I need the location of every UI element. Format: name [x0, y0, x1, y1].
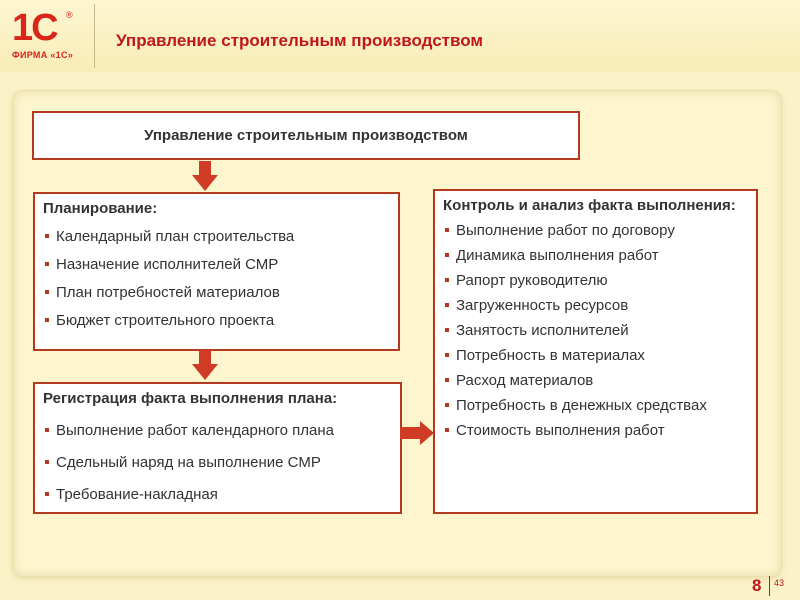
registration-list: Выполнение работ календарного плана Сдел…	[43, 422, 392, 504]
registration-heading: Регистрация факта выполнения плана:	[43, 390, 338, 407]
logo-registered-mark: ®	[66, 10, 73, 20]
planning-heading: Планирование:	[43, 200, 158, 217]
list-item: Выполнение работ по договору	[443, 222, 748, 240]
top-box: Управление строительным производством	[32, 111, 580, 160]
list-item: Потребность в денежных средствах	[443, 397, 748, 415]
company-logo: 1С ® ФИРМА «1С»	[10, 8, 88, 64]
planning-list: Календарный план строительства Назначени…	[43, 228, 390, 330]
page-total: 43	[774, 578, 785, 588]
list-item: Занятость исполнителей	[443, 322, 748, 340]
logo-mark: 1С	[12, 7, 59, 49]
page-title: Управление строительным производством	[116, 31, 483, 50]
page-number-divider	[769, 576, 770, 596]
control-heading: Контроль и анализ факта выполнения:	[443, 197, 736, 214]
list-item: Выполнение работ календарного плана	[43, 422, 392, 440]
list-item: Расход материалов	[443, 372, 748, 390]
list-item: Календарный план строительства	[43, 228, 390, 246]
arrow-down-2-icon	[192, 350, 218, 380]
logo-caption: ФИРМА «1С»	[12, 50, 74, 60]
list-item: Динамика выполнения работ	[443, 247, 748, 265]
control-box: Контроль и анализ факта выполнения: Выпо…	[433, 189, 758, 514]
arrow-right-icon	[400, 421, 434, 445]
arrow-down-1-icon	[192, 161, 218, 191]
list-item: План потребностей материалов	[43, 284, 390, 302]
slide-header: 1С ® ФИРМА «1С» Управление строительным …	[0, 0, 800, 72]
list-item: Рапорт руководителю	[443, 272, 748, 290]
list-item: Сдельный наряд на выполнение СМР	[43, 454, 392, 472]
list-item: Требование-накладная	[43, 486, 392, 504]
page-number: 8	[752, 576, 762, 595]
list-item: Загруженность ресурсов	[443, 297, 748, 315]
control-list: Выполнение работ по договору Динамика вы…	[443, 222, 748, 440]
top-box-label: Управление строительным производством	[144, 127, 468, 144]
planning-box: Планирование: Календарный план строитель…	[33, 192, 400, 351]
list-item: Назначение исполнителей СМР	[43, 256, 390, 274]
list-item: Стоимость выполнения работ	[443, 422, 748, 440]
registration-box: Регистрация факта выполнения плана: Выпо…	[33, 382, 402, 514]
header-divider	[94, 4, 95, 68]
list-item: Бюджет строительного проекта	[43, 312, 390, 330]
list-item: Потребность в материалах	[443, 347, 748, 365]
